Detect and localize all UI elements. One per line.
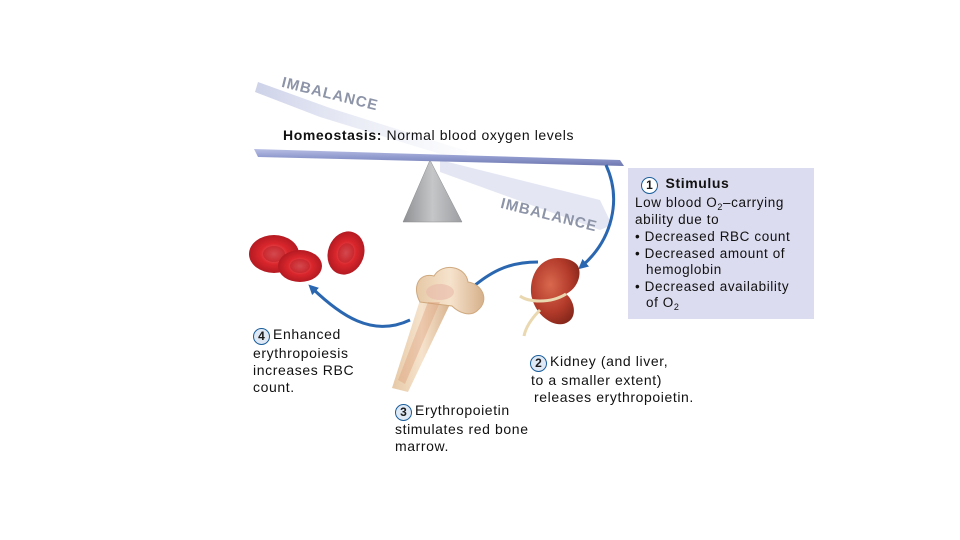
red-blood-cells — [249, 231, 365, 282]
arrow-stimulus-to-kidney — [578, 164, 615, 270]
imbalance-ghost-beam — [255, 82, 470, 160]
stimulus-line-4: • Decreased amount of — [635, 246, 786, 261]
step-2-line-3: releases erythropoietin. — [534, 389, 694, 405]
step-3-badge: 3 — [395, 404, 412, 421]
bone-illustration — [392, 267, 485, 392]
step-3-line-2: stimulates red bone — [395, 421, 529, 437]
stimulus-line-3: • Decreased RBC count — [635, 229, 791, 244]
kidney-illustration — [519, 258, 580, 337]
homeostasis-text: Normal blood oxygen levels — [386, 127, 575, 143]
fulcrum — [402, 159, 463, 223]
step-4-badge: 4 — [253, 328, 270, 345]
stimulus-title: 1 Stimulus — [641, 175, 729, 194]
stimulus-line-2: ability due to — [635, 212, 720, 227]
imbalance-ghost-beam-lower — [440, 160, 612, 230]
homeostasis-label: Homeostasis: Normal blood oxygen levels — [283, 127, 574, 143]
step-2-line-2: to a smaller extent) — [531, 372, 663, 388]
stimulus-line-6: • Decreased availability — [635, 279, 790, 294]
step-4-line-3: increases RBC — [253, 362, 355, 378]
step-4-line-2: erythropoiesis — [253, 345, 349, 361]
homeostasis-heading: Homeostasis: — [283, 127, 383, 143]
stimulus-box: 1 Stimulus Low blood O2–carrying ability… — [628, 168, 814, 319]
seesaw-beam — [254, 149, 624, 166]
arrow-bone-to-rbc — [308, 284, 411, 328]
stimulus-line-7: of O2 — [646, 295, 680, 312]
step-2-badge: 2 — [530, 355, 547, 372]
stimulus-line-1: Low blood O2–carrying — [635, 195, 784, 212]
step-3-line-3: marrow. — [395, 438, 449, 454]
step-1-badge: 1 — [641, 177, 658, 194]
stimulus-heading: Stimulus — [665, 175, 730, 191]
step-4-line-4: count. — [253, 379, 295, 395]
stimulus-line-5: hemoglobin — [646, 262, 722, 277]
